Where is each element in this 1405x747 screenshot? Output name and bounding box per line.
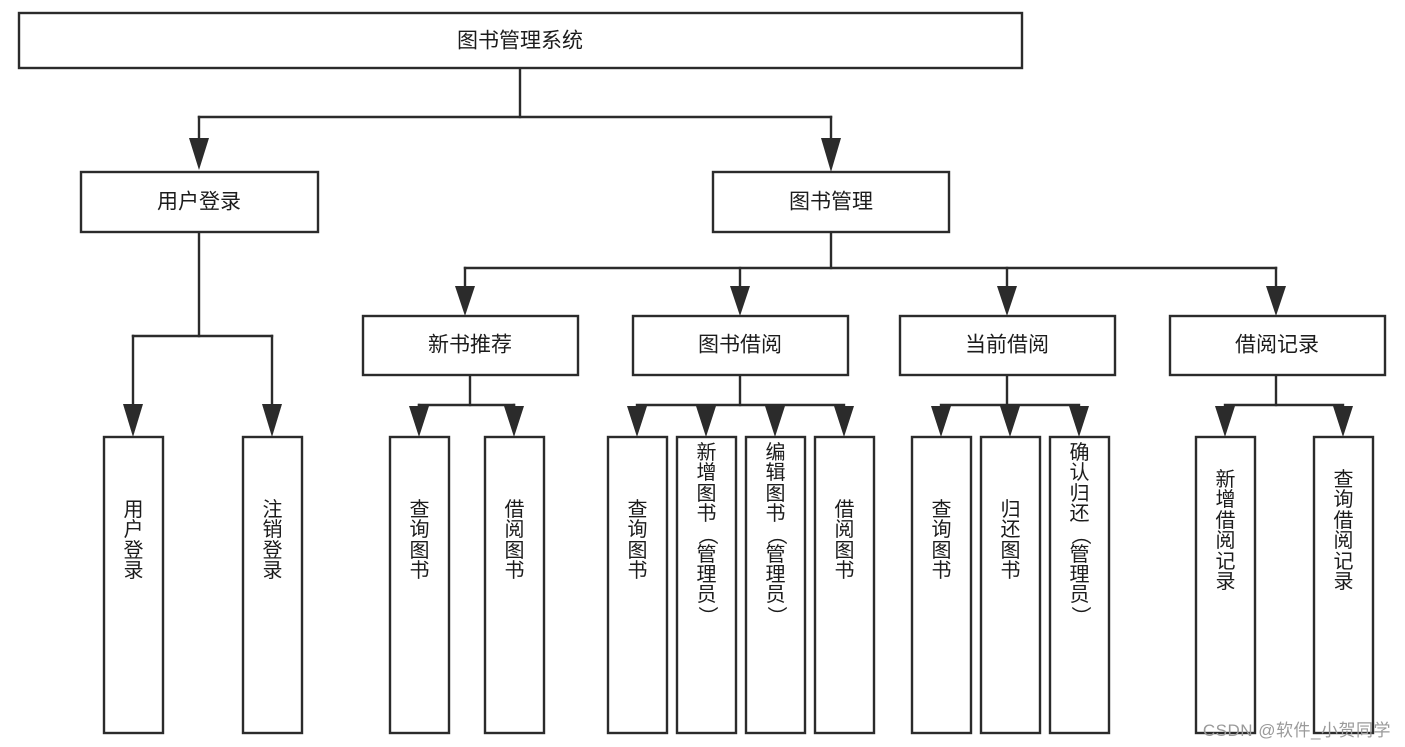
leaf-box-bb-edit-book[interactable]	[744, 435, 807, 735]
arrow-head-book-borrow	[730, 286, 750, 316]
node-user-login-label: 用户登录	[157, 191, 241, 214]
arrow-head-nb-leaf2	[504, 406, 524, 437]
arrow-head-bb-leaf4	[834, 406, 854, 437]
leaf-box-bb-query-book[interactable]	[606, 435, 669, 735]
arrow-head-nb-leaf1	[409, 406, 429, 437]
leaf-box-nb-query-book[interactable]	[388, 435, 451, 735]
node-book-borrow[interactable]: 图书借阅	[631, 314, 850, 377]
arrow-head-borrow-record	[1266, 286, 1286, 316]
arrow-head-new-book	[455, 286, 475, 316]
leaf-box-nb-borrow-book[interactable]	[483, 435, 546, 735]
arrow-head-bb-leaf3	[765, 406, 785, 437]
node-borrow-record[interactable]: 借阅记录	[1168, 314, 1387, 377]
leaf-box-cb-query-book[interactable]	[910, 435, 973, 735]
node-borrow-record-box[interactable]	[1168, 314, 1387, 377]
node-borrow-record-label: 借阅记录	[1235, 334, 1319, 357]
arrow-head-bb-leaf2	[696, 406, 716, 437]
node-current-borrow[interactable]: 当前借阅	[898, 314, 1117, 377]
watermark-text: CSDN @软件_小贺同学	[1202, 721, 1391, 740]
node-book-management-label: 图书管理	[789, 191, 873, 214]
node-root-book-management-system[interactable]: 图书管理系统	[17, 11, 1024, 70]
node-current-borrow-label: 当前借阅	[965, 334, 1049, 357]
node-book-management-box[interactable]	[711, 170, 951, 234]
leaf-box-cb-confirm-return[interactable]	[1048, 435, 1111, 735]
leaf-box-bb-add-book[interactable]	[675, 435, 738, 735]
arrow-head-cb-leaf1	[931, 406, 951, 437]
node-root-label: 图书管理系统	[457, 30, 583, 53]
node-user-login[interactable]: 用户登录	[79, 170, 320, 234]
node-book-borrow-label: 图书借阅	[698, 334, 782, 357]
leaf-box-user-login[interactable]	[102, 435, 165, 735]
arrow-head-user-login	[189, 138, 209, 170]
leaf-box-cb-return-book[interactable]	[979, 435, 1042, 735]
arrow-head-cb-leaf3	[1069, 406, 1089, 437]
arrow-head-bb-leaf1	[627, 406, 647, 437]
arrow-head-leaf-user-login	[123, 404, 143, 437]
node-current-borrow-box[interactable]	[898, 314, 1117, 377]
node-root-box[interactable]	[17, 11, 1024, 70]
arrow-head-cb-leaf2	[1000, 406, 1020, 437]
node-user-login-box[interactable]	[79, 170, 320, 234]
node-book-borrow-box[interactable]	[631, 314, 850, 377]
node-new-book-recommend-box[interactable]	[361, 314, 580, 377]
leaf-boxes-group	[102, 435, 1375, 735]
arrow-head-br-leaf2	[1333, 406, 1353, 437]
node-book-management[interactable]: 图书管理	[711, 170, 951, 234]
node-new-book-recommend[interactable]: 新书推荐	[361, 314, 580, 377]
leaf-box-bb-borrow-book[interactable]	[813, 435, 876, 735]
arrow-head-current-borrow	[997, 286, 1017, 316]
leaf-box-logout[interactable]	[241, 435, 304, 735]
connectors-group	[123, 66, 1353, 437]
leaf-box-br-query-record[interactable]	[1312, 435, 1375, 735]
arrow-head-leaf-logout	[262, 404, 282, 437]
arrow-head-book-mgmt	[821, 138, 841, 172]
arrow-head-br-leaf1	[1215, 406, 1235, 437]
node-new-book-recommend-label: 新书推荐	[428, 334, 512, 357]
leaf-box-br-add-record[interactable]	[1194, 435, 1257, 735]
